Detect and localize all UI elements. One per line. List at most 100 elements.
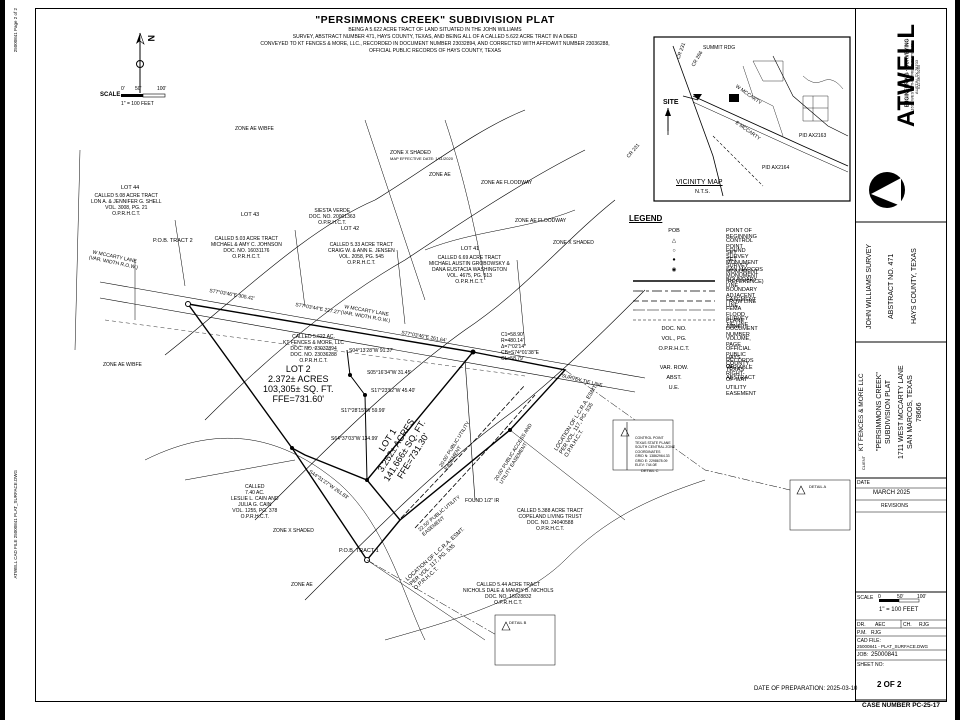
adjacent-cain: CALLED 7.40 AC. LESLIE L. CAIN AND JULIA…: [231, 484, 279, 520]
svg-text:SITE: SITE: [663, 99, 679, 106]
line: DOC. NO. 16031176: [223, 248, 270, 254]
plat-sheet: 25000841 Page 2 of 2 ATWELL CAD FILE 250…: [5, 0, 955, 720]
lot2-ffe: FFE=731.60': [272, 394, 324, 404]
zone-label: ZONE X SHADED: [390, 150, 431, 156]
detail-a: DETAIL A: [809, 484, 827, 489]
line: R=480.14': [501, 338, 524, 344]
line: KT FENCES & MORE, LLC: [283, 340, 345, 346]
lot2-area: 2.372± ACRES: [268, 374, 329, 384]
line: CALLED 5.44 ACRE TRACT: [476, 582, 541, 588]
legend-text: EASEMENT LINE: [726, 296, 757, 309]
line: O.P.R.H.C.T.: [112, 211, 141, 217]
legend-title: LEGEND: [629, 214, 663, 223]
north-arrow-icon: N: [136, 32, 156, 93]
line: DOC. NO. 20001363: [309, 214, 356, 220]
curve-table: C1=58.90' R=480.14' Δ=7°02'14" CB=S74°01…: [501, 332, 539, 362]
title-block-grid: [855, 221, 947, 701]
tb-pm-label: P.M.: [857, 630, 867, 636]
desc-line: CONVEYED TO KT FENCES & MORE, LLC., RECO…: [260, 41, 610, 47]
vicinity-sub: N.T.S.: [695, 189, 710, 195]
legend-symbol: VOL., PG.: [661, 335, 687, 342]
line: CL=58.79': [501, 356, 524, 362]
line: DANA EUSTACIA WASHINGTON: [431, 267, 507, 273]
legend-symbol: ABST.: [666, 375, 682, 381]
line: CB=S74°01'38"E: [501, 350, 539, 356]
title-block-column: [855, 8, 947, 702]
zone-label: ZONE AE FLOODWAY: [515, 218, 567, 224]
legend-line-icon: [633, 280, 715, 282]
tb-project-4: SAN MARCOS, TEXAS: [907, 375, 914, 449]
line: LON A. & JENNIFER G. SHELL: [91, 199, 162, 205]
line: SOUTH CENTRAL ZONE: [635, 445, 676, 449]
legend-symbol: [629, 287, 719, 297]
zone-label: ZONE AE W/BFE: [103, 362, 142, 368]
zone-label: ZONE X SHADED: [553, 240, 594, 246]
line: GRID E: 2298678.09: [635, 458, 668, 463]
plat-title: "PERSIMMONS CREEK" SUBDIVISION PLAT: [315, 14, 555, 26]
zone-label: ZONE X SHADED: [273, 528, 314, 534]
legend-symbol: ◉: [671, 267, 677, 274]
legend-line-icon: [633, 290, 715, 292]
bearing-5: S05°16'34"W 31.45': [367, 370, 412, 376]
scale-bar: [121, 93, 166, 98]
legend-text: SURVEY TIE LINE: [726, 316, 749, 329]
legend-symbol: △: [671, 237, 677, 244]
line: LESLIE L. CAIN AND: [231, 496, 279, 502]
line: VOL. 3008, PG. 21: [105, 205, 148, 211]
zone-label: ZONE AE FLOODWAY: [481, 180, 533, 186]
zone-label: ZONE AE: [429, 172, 451, 178]
line: O.P.R.H.C.T.: [318, 220, 347, 226]
line: COPELAND LIVING TRUST: [518, 514, 582, 520]
tb-ch: RJG: [919, 622, 929, 628]
desc-line: BEING A 5.622 ACRE TRACT OF LAND SITUATE…: [348, 27, 522, 33]
zone-note: MAP EFFECTIVE DATE: 1/11/2020: [390, 156, 453, 161]
legend-text: FOUND SURVEY MONUMENT: [726, 247, 759, 266]
line: VOL. 4675, PG. 513: [446, 273, 492, 279]
line: O.P.R.H.C.T.: [494, 600, 523, 606]
tb-date: MARCH 2025: [873, 490, 911, 496]
line: O.P.R.H.C.T.: [240, 514, 269, 520]
adjacent-nichols: CALLED 5.44 ACRE TRACT NICHOLS DALE & MA…: [463, 582, 554, 606]
legend-text: ABSTRACT: [726, 375, 756, 381]
legend-text: POINT OF BEGINNING: [726, 228, 757, 240]
legend-text: BOUNDARY ADJACENT / ROW LINE: [726, 286, 757, 305]
lot42-label: LOT 42: [341, 226, 360, 232]
tb-revisions: REVISIONS: [881, 503, 909, 509]
tb-project-1: "PERSIMMONS CREEK": [876, 372, 883, 452]
siesta-verde: SIESTA VERDE DOC. NO. 20001363 O.P.R.H.C…: [309, 208, 355, 226]
line: SIESTA VERDE: [314, 208, 351, 214]
tb-date-label: DATE: [857, 480, 870, 486]
tb-project-5: 78666: [916, 402, 923, 422]
lot2-name: LOT 2: [285, 364, 311, 374]
line: O.P.R.H.C.T.: [299, 358, 328, 364]
line: GRID N: 13862964.33: [635, 454, 670, 458]
bearing-6: S17°23'52"W 45.40': [371, 388, 416, 394]
legend-symbol: VAR. ROW.: [659, 365, 689, 372]
sheet-frame: [35, 8, 947, 702]
tb-dr: AEC: [875, 622, 886, 628]
line: C1=58.90': [501, 332, 524, 338]
edge-text-top: 25000841 Page 2 of 2: [13, 8, 18, 53]
line: O.P.R.H.C.T.: [347, 260, 376, 266]
tb-project-3: 1711 WEST MCCARTY LANE: [898, 365, 905, 459]
tb-cad-label: CAD FILE:: [857, 638, 881, 644]
tb-scale-tick-100: 100': [917, 594, 927, 600]
scale-label: SCALE: [100, 92, 121, 98]
legend-symbol: [629, 316, 719, 326]
line: O.P.R.H.C.T.: [536, 526, 565, 532]
pob-tract2: P.O.B. TRACT 2: [153, 238, 193, 244]
legend-text: VOLUME, PAGE: [726, 335, 751, 348]
tb-project-2: SUBDIVISION PLAT: [885, 379, 892, 445]
tb-ch-label: CH.: [903, 622, 912, 628]
plat-description: BEING A 5.622 ACRE TRACT OF LAND SITUATE…: [255, 27, 615, 55]
tb-scale-tick-0: 0: [878, 594, 881, 600]
lot44-label: LOT 44: [121, 185, 140, 191]
legend-text: UTILITY EASEMENT: [726, 384, 757, 397]
adjacent-grobowsky: CALLED 6.69 ACRE TRACT MICHAEL AUSTIN GR…: [429, 255, 510, 285]
line: COORDINATES: [635, 449, 661, 454]
edge-text-bottom: ATWELL CAD FILE 25000841 PLAT_SURFACE.DW…: [13, 470, 18, 579]
line: CRAIG W. & ANN E. JENSEN: [328, 248, 395, 254]
tb-job-label: JOB:: [857, 652, 869, 658]
legend-text: FEMA FLOOD PLANE ZONE: [726, 306, 745, 331]
legend-symbol: O.P.R.H.C.T.: [658, 345, 690, 352]
